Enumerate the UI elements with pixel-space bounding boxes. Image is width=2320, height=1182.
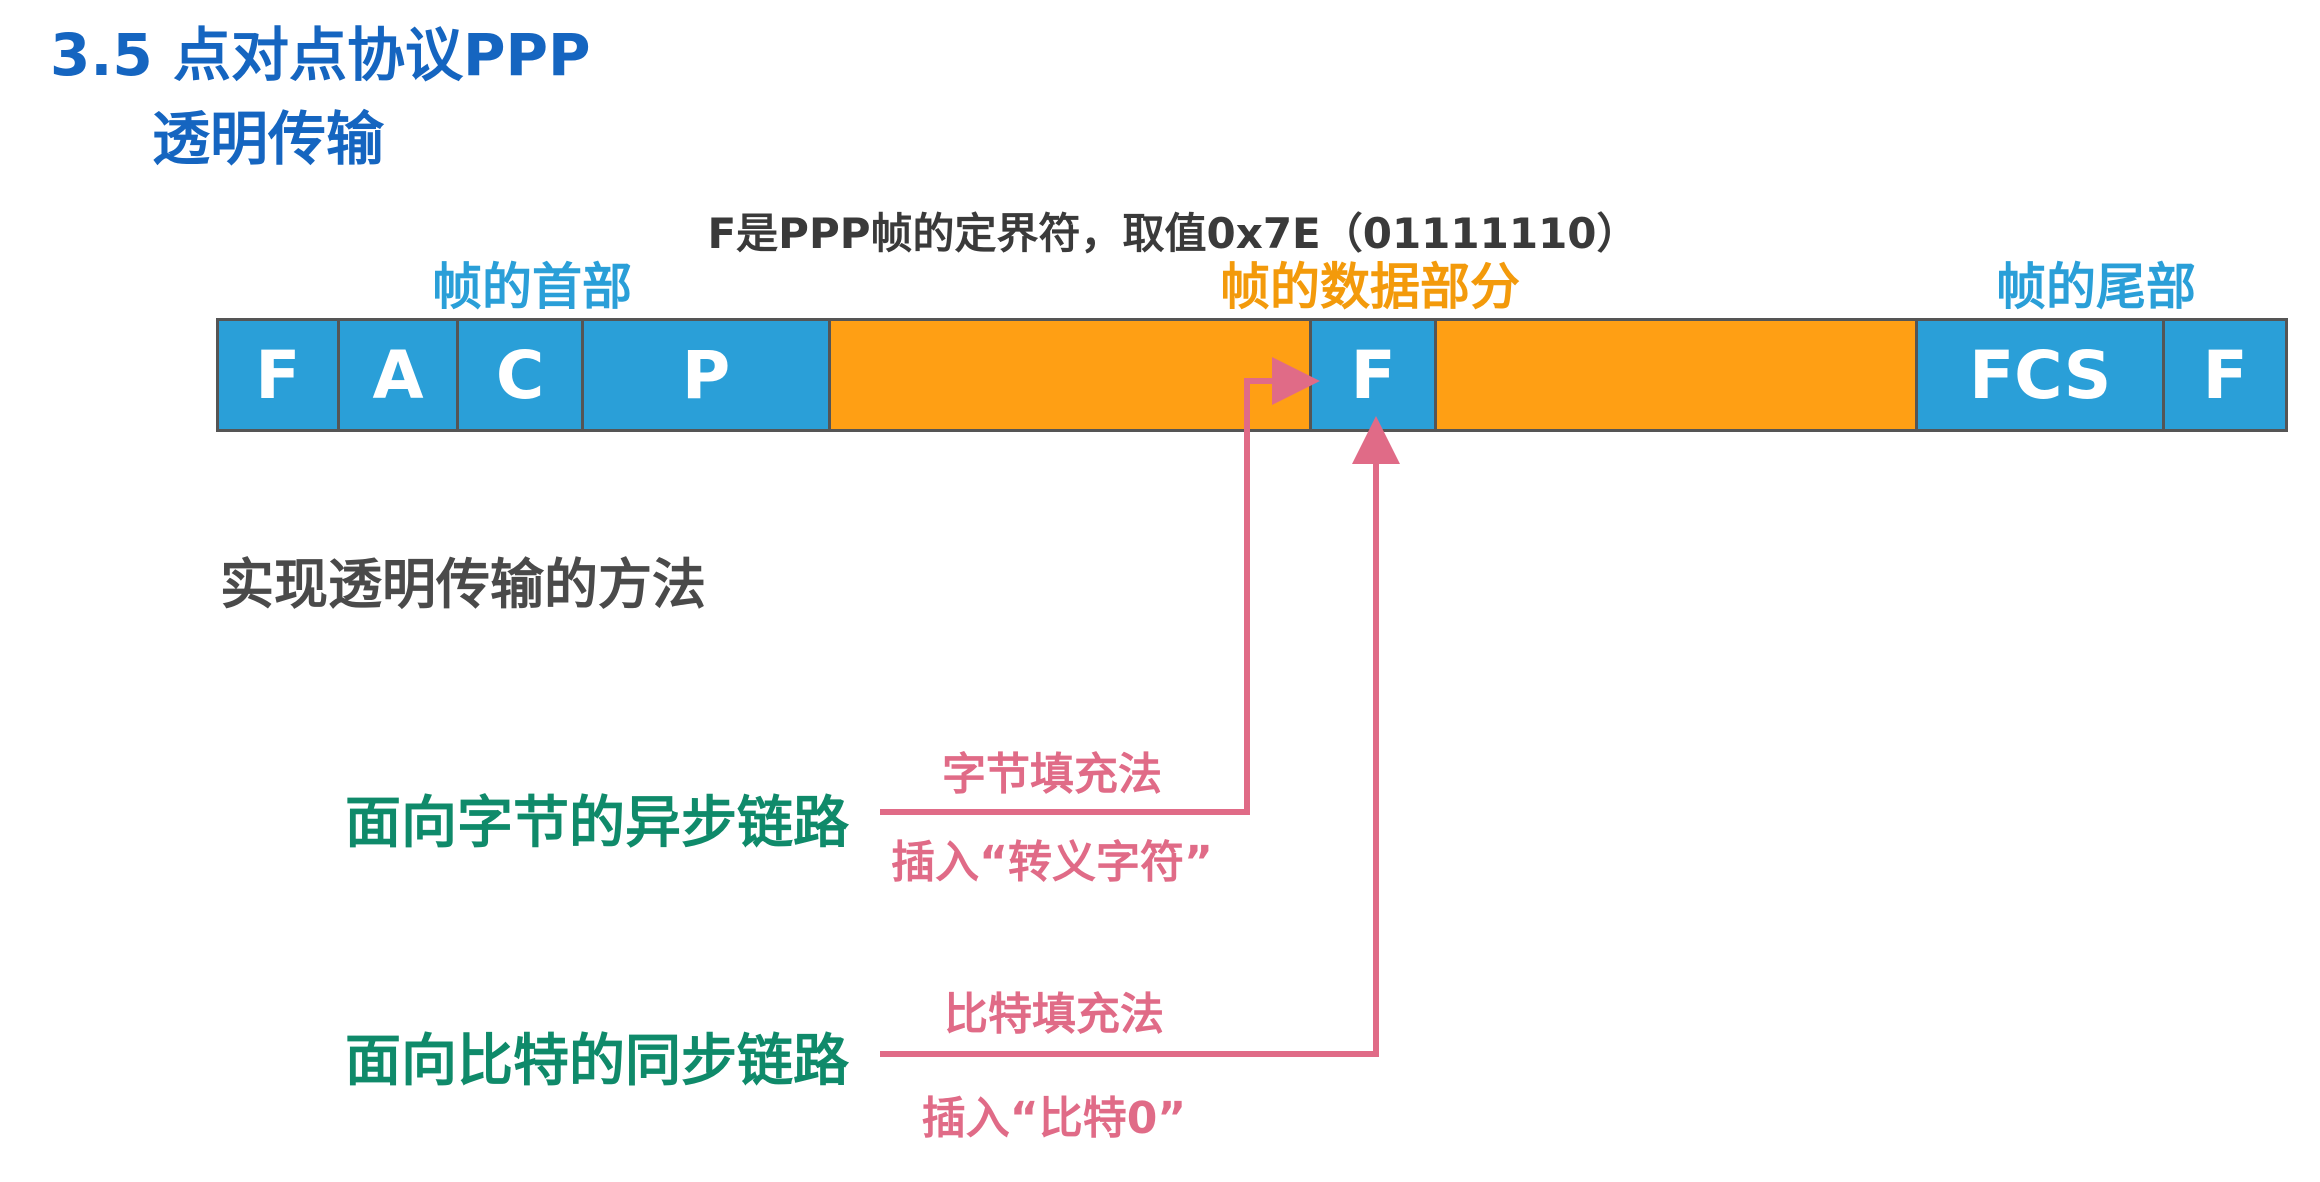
frame-data-label: 帧的数据部分 (1220, 258, 1520, 316)
frame-trailer-label: 帧的尾部 (1996, 258, 2196, 316)
insert-zero-bit-label: 插入“比特0” (921, 1093, 1187, 1144)
frame-cell-flag-start: F (219, 321, 340, 429)
async-link-label: 面向字节的异步链路 (345, 791, 849, 856)
byte-stuffing-arrow (880, 357, 1320, 815)
frame-cell-flag-in-data: F (1311, 321, 1438, 429)
bit-stuffing-arrow (880, 416, 1400, 1057)
frame-cell-protocol: P (583, 321, 832, 429)
frame-cell-data-right (1437, 321, 1919, 429)
sync-link-label: 面向比特的同步链路 (345, 1029, 849, 1094)
page-subtitle: 透明传输 (152, 105, 385, 173)
ppp-frame: F A C P F FCS F (216, 318, 2288, 432)
byte-stuffing-label: 字节填充法 (942, 749, 1162, 800)
frame-cell-flag-end: F (2165, 321, 2285, 429)
frame-cell-data-left (831, 321, 1312, 429)
frame-cell-control: C (459, 321, 584, 429)
page-title: 3.5 点对点协议PPP (50, 21, 591, 89)
methods-title: 实现透明传输的方法 (220, 553, 706, 616)
flag-note: F是PPP帧的定界符，取值0x7E（01111110） (707, 209, 1639, 258)
frame-cell-fcs: FCS (1918, 321, 2166, 429)
frame-cell-address: A (339, 321, 460, 429)
frame-header-label: 帧的首部 (432, 258, 632, 316)
bit-stuffing-label: 比特填充法 (944, 989, 1164, 1040)
escape-char-label: 插入“转义字符” (891, 837, 1213, 888)
